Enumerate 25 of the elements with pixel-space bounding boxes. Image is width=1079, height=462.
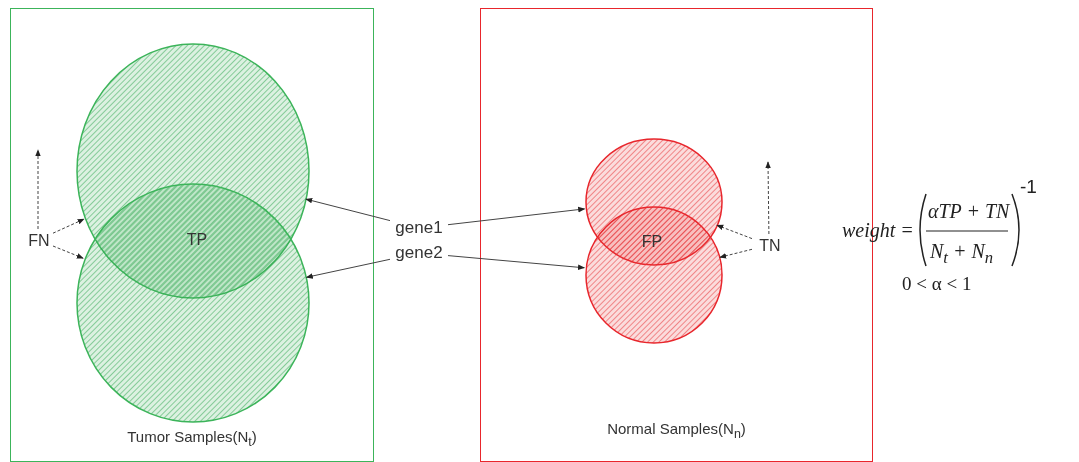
group-label: Normal Samples(N$_{n}$) <box>607 420 746 441</box>
arrow <box>305 258 391 279</box>
text-label: gene2 <box>390 242 448 264</box>
arrow <box>719 248 753 259</box>
formula-text: 0 < α < 1 <box>902 273 972 295</box>
arrow <box>305 197 391 222</box>
arrow <box>52 245 84 259</box>
text-label: TN <box>753 235 787 257</box>
arrow <box>765 161 771 235</box>
group-label: Tumor Samples(N$_{t}$) <box>127 428 257 449</box>
text-label: TP <box>180 229 214 251</box>
arrow <box>52 218 85 234</box>
arrow <box>447 206 586 226</box>
formula-text: -1 <box>1020 176 1037 198</box>
venn-circle <box>585 206 723 344</box>
arrow <box>35 149 41 230</box>
text-label: FP <box>637 231 667 253</box>
formula-text: N$_{t}$ + N$_{n}$ <box>930 240 994 268</box>
arrow <box>447 255 585 271</box>
arrow <box>716 224 753 240</box>
text-label: FN <box>24 230 54 252</box>
group-box <box>10 8 374 462</box>
formula-text: αTP + TN <box>928 200 1010 223</box>
text-label: gene1 <box>390 217 448 239</box>
venn-circle <box>76 183 310 423</box>
